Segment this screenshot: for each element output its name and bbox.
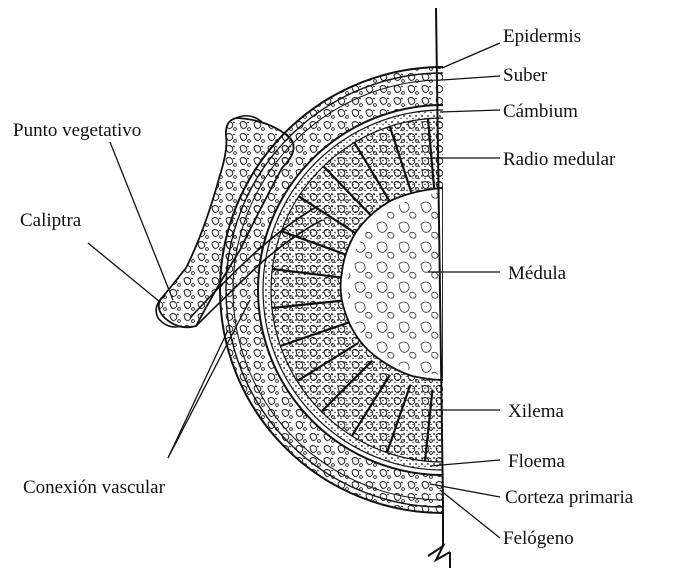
leader-cambium bbox=[440, 110, 500, 112]
leader-punto-vegetativo bbox=[110, 142, 173, 300]
label-medula: Médula bbox=[508, 264, 566, 283]
label-punto-vegetativo: Punto vegetativo bbox=[13, 121, 141, 140]
leader-caliptra bbox=[88, 243, 160, 302]
label-epidermis: Epidermis bbox=[503, 27, 581, 46]
leader-suber bbox=[442, 76, 500, 80]
label-caliptra: Caliptra bbox=[20, 211, 81, 230]
leader-conexion-2 bbox=[168, 330, 228, 458]
label-corteza-primaria: Corteza primaria bbox=[505, 488, 633, 507]
label-suber: Suber bbox=[503, 66, 547, 85]
label-conexion-vascular: Conexión vascular bbox=[23, 478, 165, 497]
label-cambium: Cámbium bbox=[503, 102, 578, 121]
label-felogeno: Felógeno bbox=[503, 529, 574, 548]
label-floema: Floema bbox=[508, 452, 565, 471]
label-xilema: Xilema bbox=[508, 402, 564, 421]
leader-felogeno bbox=[440, 490, 500, 538]
leader-epidermis bbox=[442, 43, 500, 68]
label-radio-medular: Radio medular bbox=[503, 150, 615, 169]
